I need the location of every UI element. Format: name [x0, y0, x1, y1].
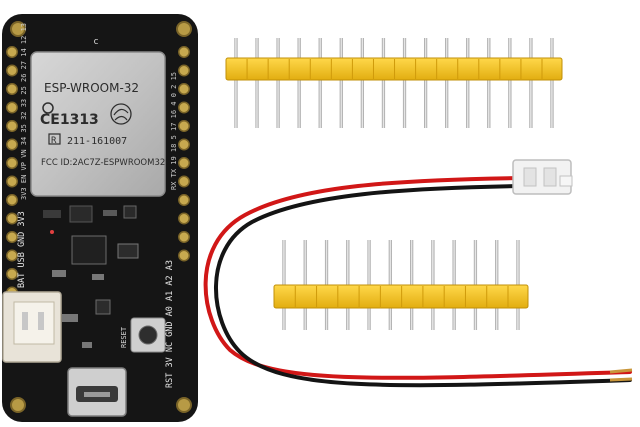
module-model-label: ESP-WROOM-32: [44, 81, 139, 95]
header-pin: [402, 38, 407, 128]
esp-wroom-32-module: ESP-WROOM-32 CE1313 R 211-161007 FCC ID:…: [30, 51, 166, 197]
reset-label: RESET: [120, 326, 128, 348]
espressif-logo-icon: [110, 103, 132, 125]
module-shield: [30, 51, 166, 197]
mounting-hole-top-right: [176, 21, 192, 37]
module-dot-icon: [42, 102, 54, 114]
red-wire-tip: [609, 368, 633, 374]
jst-slot: [523, 167, 537, 187]
mounting-hole-bottom-left: [10, 397, 26, 413]
header-pin: [381, 38, 386, 128]
header-pin: [445, 38, 449, 128]
regulator-chip: [117, 243, 139, 259]
jst-slot: [543, 167, 557, 187]
jst-connector: [512, 159, 573, 195]
pin-pad: [178, 83, 190, 95]
mounting-hole-top-left: [10, 21, 26, 37]
header-pin: [255, 38, 259, 128]
smd-part: [43, 210, 61, 218]
fcc-id-label: FCC ID:2AC7Z-ESPWROOM32: [41, 158, 165, 168]
pin-pad: [6, 231, 18, 243]
mounting-hole-bottom-right: [176, 397, 192, 413]
espressif-logo-swirl: [113, 108, 129, 121]
pin-pad: [6, 64, 18, 77]
pin-pad: [6, 83, 18, 95]
smd-resistor: [103, 210, 117, 216]
smd-chip: [69, 205, 93, 223]
header-pin: [508, 38, 512, 128]
jst-wire-cable: [203, 159, 633, 388]
status-led: [50, 230, 54, 234]
pin-pad: [6, 212, 18, 225]
left-bottom-silkscreen: BAT USB GND 3V3: [17, 211, 27, 288]
pin-pad: [6, 138, 18, 151]
header-body: [225, 57, 563, 81]
black-wire-tip: [609, 377, 633, 382]
battery-connector-socket: [13, 301, 55, 345]
right-bottom-silkscreen: RST 3V NC GND A0 A1 A2 A3: [165, 260, 175, 388]
cert-number-label: 211-161007: [67, 136, 127, 147]
module-ce-label: CE1313: [40, 112, 99, 128]
left-pins-silkscreen: 3V3 EN VP VN 34 35 32 33 25 26 27 14 12 …: [20, 23, 28, 200]
pin-pad: [178, 212, 190, 225]
header-pin: [424, 38, 428, 128]
right-pins-silkscreen: RX TX 19 18 5 17 16 4 0 2 15: [170, 72, 178, 190]
board-top-label: c: [93, 37, 98, 47]
smd-resistor: [62, 314, 78, 322]
smd-components: [43, 205, 139, 348]
r-mark-box-icon: [48, 133, 61, 145]
pin-pad: [178, 64, 190, 77]
smd-part: [95, 299, 111, 315]
battery-connector-pin: [38, 312, 44, 330]
pin-pad: [178, 157, 190, 169]
jst-latch: [559, 175, 573, 187]
pin-header-12: [273, 240, 529, 330]
pin-pad: [178, 138, 190, 151]
usb-uart-chip: [71, 235, 107, 265]
pin-pad: [178, 194, 190, 206]
header-pin: [297, 38, 301, 128]
pin-pad: [6, 194, 18, 206]
smd-part: [123, 205, 137, 219]
red-wire: [203, 176, 632, 380]
header-pin: [360, 38, 364, 128]
reset-button-cap[interactable]: [138, 325, 158, 345]
usb-tongue: [84, 392, 110, 397]
battery-connector: [2, 291, 62, 363]
header-body: [273, 284, 529, 309]
header-pin: [276, 38, 280, 128]
smd-capacitor: [52, 270, 66, 277]
r-mark-label: R: [51, 136, 57, 146]
pin-pad: [6, 157, 18, 169]
pin-pad: [6, 249, 18, 262]
pin-pad: [178, 46, 190, 58]
header-pin: [487, 38, 491, 128]
esp32-board: c ESP-WROOM-32 CE1313 R 211-161007 FCC I…: [2, 14, 198, 422]
header-pin: [550, 38, 554, 128]
smd-capacitor: [92, 274, 104, 280]
micro-usb-port[interactable]: [67, 367, 127, 417]
smd-resistor: [82, 342, 92, 348]
black-wire: [214, 184, 632, 388]
header-pin: [339, 38, 343, 128]
pin-pad: [178, 101, 190, 114]
header-pin: [529, 38, 533, 128]
pin-pad: [178, 231, 190, 243]
pin-pad: [6, 120, 18, 132]
battery-connector-pin: [22, 312, 28, 330]
pin-pad: [6, 101, 18, 114]
pin-pad: [6, 268, 18, 280]
right-pin-pads: [178, 46, 190, 262]
header-pin: [318, 38, 322, 128]
header-pin: [466, 38, 470, 128]
pin-pad: [178, 249, 190, 262]
reset-button[interactable]: [130, 317, 166, 353]
pin-header-16: [225, 38, 563, 128]
pin-pad: [178, 120, 190, 132]
pin-pad: [6, 46, 18, 58]
header-pin: [234, 38, 238, 128]
pin-pad: [6, 175, 18, 188]
pin-pad: [178, 175, 190, 188]
